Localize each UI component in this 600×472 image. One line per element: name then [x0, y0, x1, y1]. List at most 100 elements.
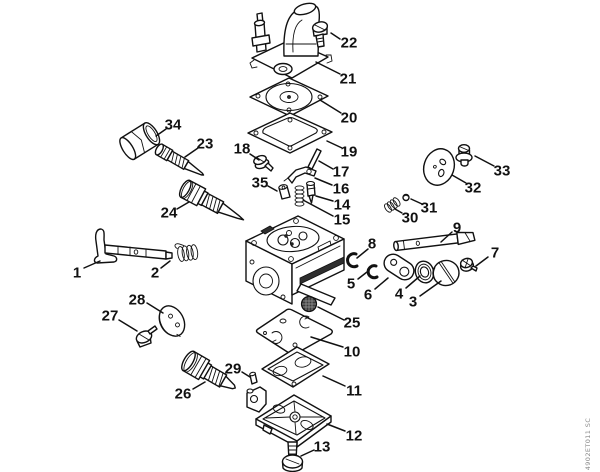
leader-line-28: [146, 302, 164, 314]
callout-label-11: 11: [346, 383, 362, 400]
leader-line-17: [318, 160, 334, 170]
callout-label-19: 19: [341, 144, 358, 161]
callout-label-32: 32: [465, 180, 482, 197]
leader-line-18: [249, 153, 260, 161]
leader-line-5: [357, 271, 368, 280]
callout-label-4: 4: [395, 286, 404, 303]
leader-line-31: [410, 198, 423, 205]
part-5-e-clip: [366, 264, 379, 280]
leader-line-8: [356, 248, 369, 259]
leader-line-7: [475, 256, 489, 267]
leader-line-25: [317, 306, 345, 321]
callout-label-14: 14: [334, 197, 351, 214]
leader-line-26: [192, 381, 206, 390]
callout-label-35: 35: [252, 175, 269, 192]
leader-line-3: [419, 280, 442, 297]
callout-label-1: 1: [73, 265, 81, 282]
callout-label-16: 16: [333, 181, 350, 198]
leader-line-27: [118, 319, 138, 332]
callout-label-27: 27: [102, 308, 119, 325]
part-12-pump-cover: [246, 386, 332, 448]
part-18-screw: [253, 154, 274, 172]
callout-label-2: 2: [151, 265, 159, 282]
part-21-cover: [249, 2, 333, 79]
leader-line-29: [241, 371, 251, 378]
leader-line-14: [315, 195, 334, 202]
part-23-adjusting-screw: [154, 143, 205, 176]
part-15-spring: [294, 185, 305, 207]
leader-line-15: [302, 199, 334, 217]
part-17-pin: [307, 148, 322, 170]
callout-label-29: 29: [225, 361, 242, 378]
watermark-code: 4902ET011 SC: [584, 418, 592, 471]
leader-line-20: [319, 99, 342, 114]
part-32-choke-shutter: [422, 148, 456, 186]
part-3-throttle-shutter: [432, 259, 460, 287]
callout-label-34: 34: [165, 117, 182, 134]
leader-line-35: [267, 185, 278, 192]
leader-line-22: [330, 32, 341, 40]
part-27-screw: [135, 325, 158, 348]
callout-label-6: 6: [364, 287, 372, 304]
part-26-screw: [181, 350, 236, 390]
part-11-gasket: [261, 346, 330, 388]
part-33-screw: [455, 143, 473, 167]
part-9-throttle-shaft: [393, 231, 476, 252]
part-13-screw: [281, 441, 304, 472]
callout-label-3: 3: [409, 294, 417, 311]
leader-line-13: [300, 449, 315, 457]
part-4-washer: [414, 260, 435, 284]
part-29-spacer: [249, 371, 258, 385]
callout-label-10: 10: [344, 344, 361, 361]
leader-line-2: [160, 260, 171, 269]
callout-label-21: 21: [340, 71, 357, 88]
callout-label-26: 26: [175, 386, 192, 403]
part-2-spring: [174, 243, 199, 262]
callout-label-7: 7: [491, 245, 499, 262]
leader-line-19: [326, 140, 343, 149]
part-31-ball: [402, 193, 410, 202]
part-10-diaphragm: [255, 308, 333, 356]
callout-label-33: 33: [494, 163, 511, 180]
part-34-cap: [119, 122, 161, 161]
callout-label-23: 23: [197, 136, 214, 153]
leader-line-11: [322, 375, 346, 387]
part-8-e-clip: [346, 252, 359, 269]
part-20-diaphragm: [249, 77, 329, 117]
leader-line-21: [315, 61, 341, 75]
part-6-swivel: [383, 253, 415, 281]
callout-label-22: 22: [341, 35, 358, 52]
leader-line-32: [451, 174, 467, 184]
part-16-lever: [283, 166, 317, 184]
callout-label-25: 25: [344, 315, 361, 332]
callout-label-8: 8: [368, 236, 376, 253]
callout-label-30: 30: [402, 210, 419, 227]
part-25-screen: [300, 295, 318, 313]
leader-line-4: [405, 275, 421, 289]
callout-label-9: 9: [453, 220, 461, 237]
callout-label-5: 5: [347, 276, 355, 293]
part-7-screw: [459, 257, 478, 272]
callout-label-18: 18: [234, 141, 251, 158]
leader-line-24: [176, 201, 190, 210]
callout-label-12: 12: [346, 428, 363, 445]
callout-label-20: 20: [341, 110, 358, 127]
carburetor-body: [245, 215, 345, 306]
callout-label-17: 17: [333, 164, 350, 181]
part-22-screw: [311, 21, 329, 48]
leader-line-30: [394, 208, 403, 214]
part-1-choke-shaft: [93, 228, 173, 264]
leader-line-23: [184, 147, 199, 158]
callout-label-13: 13: [314, 439, 331, 456]
callout-label-24: 24: [161, 205, 178, 222]
leader-line-12: [326, 423, 346, 432]
leader-line-6: [374, 277, 389, 290]
part-35-nozzle: [278, 184, 291, 200]
leader-line-1: [83, 260, 101, 269]
callout-label-15: 15: [334, 212, 351, 229]
part-28-disc: [158, 305, 186, 337]
part-24-idle-screw: [178, 179, 245, 221]
